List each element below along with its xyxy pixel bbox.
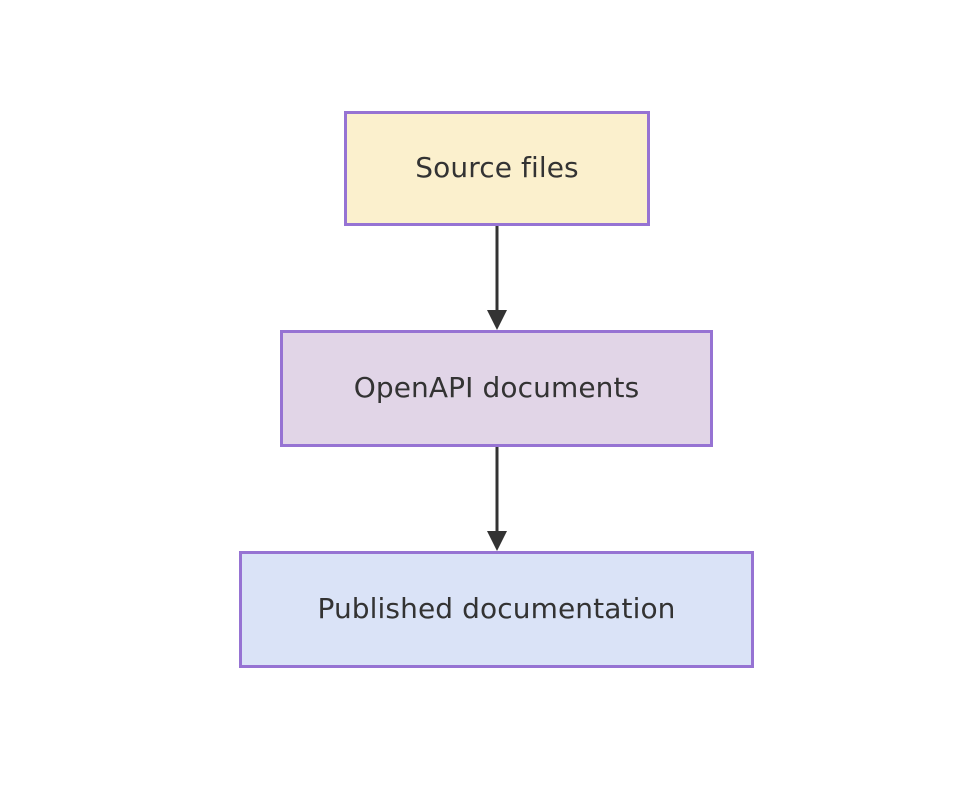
edge-openapi-to-published [487, 447, 507, 551]
arrowhead-icon-openapi-to-published [487, 531, 507, 551]
edge-source-to-openapi [487, 226, 507, 330]
arrowhead-icon-source-to-openapi [487, 310, 507, 330]
flowchart-node-source-files[interactable]: Source files [344, 111, 650, 226]
flowchart-node-published-documentation[interactable]: Published documentation [239, 551, 754, 668]
node-label-published-documentation: Published documentation [317, 592, 676, 626]
flowchart-node-openapi-documents[interactable]: OpenAPI documents [280, 330, 713, 447]
node-label-openapi-documents: OpenAPI documents [353, 371, 640, 405]
node-label-source-files: Source files [415, 151, 579, 185]
